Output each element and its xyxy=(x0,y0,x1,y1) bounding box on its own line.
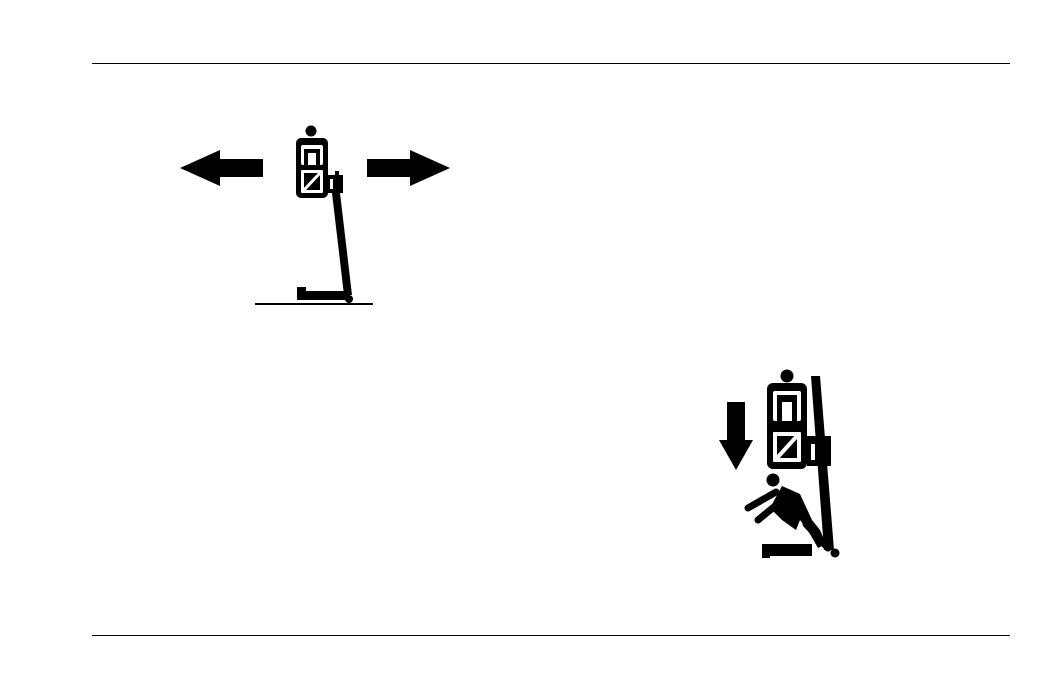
down-arrow-icon xyxy=(719,402,753,470)
tip-over-hazard-figure xyxy=(170,115,460,315)
crushed-person-icon xyxy=(748,474,828,559)
crush-hazard-figure xyxy=(710,360,860,570)
right-arrow-icon xyxy=(367,150,450,186)
header-rule xyxy=(92,63,1010,64)
lift-operator-icon xyxy=(296,126,353,304)
footer-rule xyxy=(92,635,1010,636)
left-arrow-icon xyxy=(180,150,263,186)
